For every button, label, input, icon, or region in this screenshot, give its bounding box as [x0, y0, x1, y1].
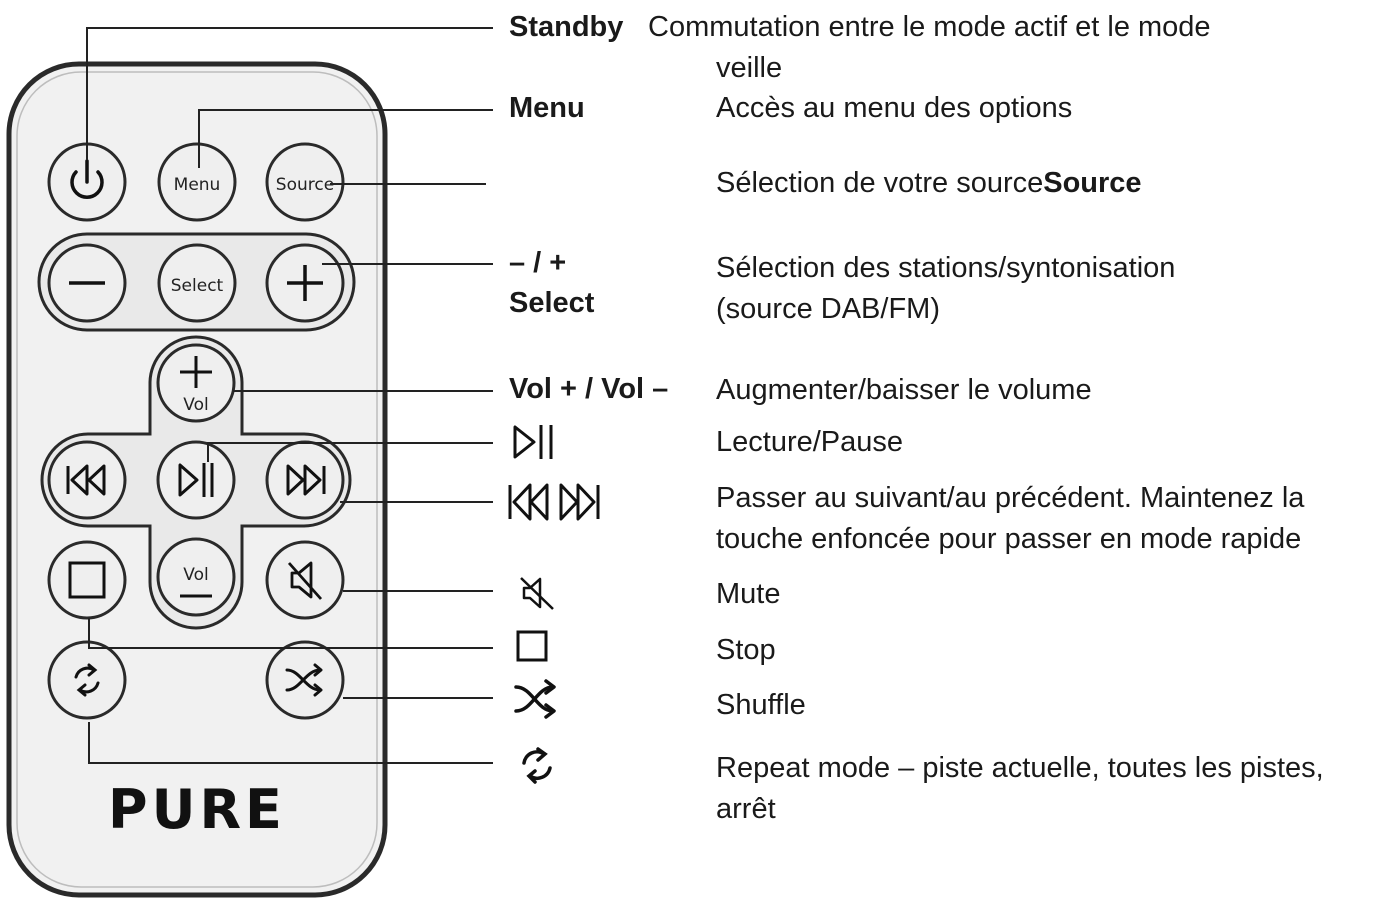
minus-button[interactable] — [47, 243, 127, 323]
legend-skip-prev-next-icon — [508, 483, 600, 521]
vol-up-button[interactable]: Vol — [156, 343, 236, 423]
source-button-label: Source — [276, 175, 334, 195]
leader-standby — [86, 27, 493, 160]
mute-icon — [287, 561, 323, 600]
play-pause-desc: Lecture/Pause — [716, 426, 904, 458]
legend-play-pause-icon — [513, 425, 553, 459]
shuffle-icon — [285, 663, 323, 697]
menu-key: Menu — [509, 92, 585, 124]
previous-button[interactable] — [47, 440, 127, 520]
leader-stop — [88, 618, 493, 649]
play-pause-icon — [178, 463, 214, 497]
standby-desc-line1: Commutation entre le mode actif et le mo… — [648, 11, 1211, 43]
menu-button[interactable]: Menu — [157, 142, 237, 222]
leader-menu — [198, 109, 493, 168]
stop-desc: Stop — [716, 634, 776, 666]
power-icon — [70, 159, 104, 199]
legend-shuffle-icon — [514, 679, 556, 719]
tuning-desc-line1: Sélection des stations/syntonisation — [716, 252, 1176, 284]
play-pause-button[interactable] — [156, 440, 236, 520]
stop-icon — [68, 561, 106, 599]
tuning-key-2: Select — [509, 287, 595, 319]
source-key: Source — [1043, 167, 1142, 199]
vol-down-button[interactable]: Vol — [156, 537, 236, 617]
plus-button[interactable] — [265, 243, 345, 323]
legend-repeat-icon — [522, 747, 552, 784]
remote-body-inner-edge — [16, 71, 378, 888]
source-legend: Sélection de votre sourceSource — [716, 163, 1142, 204]
source-button[interactable]: Source — [265, 142, 345, 222]
leader-lines — [86, 27, 493, 764]
mute-button[interactable] — [265, 540, 345, 620]
volume-key: Vol + / Vol – — [509, 373, 669, 405]
vol-down-label: Vol — [183, 565, 208, 585]
vol-up-plus-icon — [180, 356, 212, 388]
leader-play-pause — [207, 442, 493, 462]
select-button[interactable]: Select — [157, 243, 237, 323]
repeat-desc-line2: arrêt — [716, 793, 776, 825]
vol-up-label: Vol — [183, 395, 208, 415]
legend-stop-icon — [516, 630, 548, 662]
mute-desc: Mute — [716, 578, 781, 610]
tuning-desc-line2: (source DAB/FM) — [716, 293, 940, 325]
menu-desc: Accès au menu des options — [716, 92, 1073, 124]
standby-key: Standby — [509, 11, 624, 43]
next-icon — [286, 464, 326, 496]
repeat-button[interactable] — [47, 640, 127, 720]
previous-icon — [66, 464, 106, 496]
brand-logo: PURE — [108, 778, 286, 841]
source-desc: Sélection de votre source — [716, 167, 1044, 199]
skip-desc-line2: touche enfoncée pour passer en mode rapi… — [716, 523, 1302, 555]
plus-icon — [287, 265, 323, 301]
next-button[interactable] — [265, 440, 345, 520]
tuning-key-1: – / + — [509, 247, 567, 279]
shuffle-desc: Shuffle — [716, 689, 806, 721]
shuffle-button[interactable] — [265, 640, 345, 720]
stop-button[interactable] — [47, 540, 127, 620]
standby-desc-line2: veille — [716, 52, 783, 84]
volume-desc: Augmenter/baisser le volume — [716, 374, 1092, 406]
menu-button-label: Menu — [174, 175, 221, 195]
legend-mute-icon — [520, 577, 554, 610]
repeat-desc-line1: Repeat mode – piste actuelle, toutes les… — [716, 752, 1324, 784]
select-button-label: Select — [171, 276, 224, 296]
leader-repeat — [88, 722, 493, 764]
skip-desc-line1: Passer au suivant/au précédent. Maintene… — [716, 482, 1305, 514]
repeat-icon — [74, 663, 100, 697]
